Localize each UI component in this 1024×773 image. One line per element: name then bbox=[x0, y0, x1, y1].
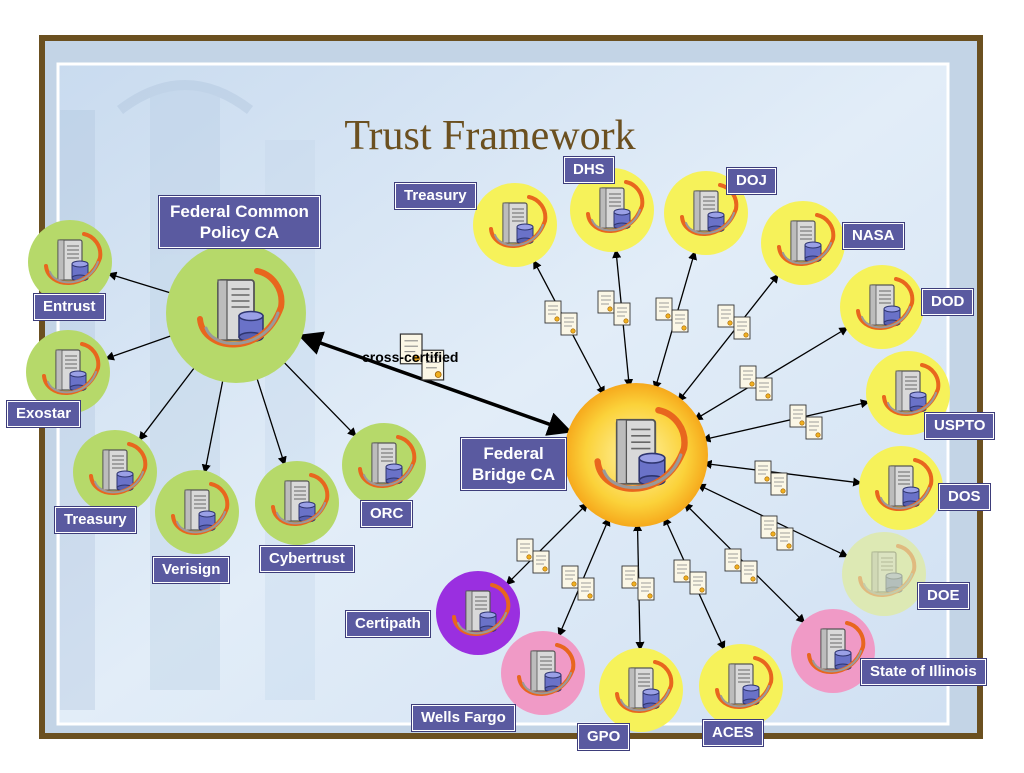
label-entrust: Entrust bbox=[34, 294, 105, 320]
ca-nodes bbox=[26, 168, 950, 732]
label-uspto: USPTO bbox=[925, 413, 995, 439]
label-orc: ORC bbox=[361, 501, 413, 527]
label-state-of-illinois: State of Illinois bbox=[861, 659, 986, 685]
label-dod: DOD bbox=[922, 289, 974, 315]
node-federal-bridge-ca bbox=[564, 383, 708, 527]
node-nasa bbox=[761, 201, 845, 285]
edge-bridge-to-certipath bbox=[505, 502, 589, 586]
bridge-label-line1: Federal bbox=[483, 444, 544, 463]
bridge-label-line2: Bridge CA bbox=[472, 465, 556, 484]
common-policy-ca-label: Federal Common Policy CA bbox=[159, 196, 320, 248]
node-treasury-left bbox=[73, 430, 157, 514]
edge-common-to-treasury-left bbox=[138, 365, 197, 441]
node-state-of-illinois bbox=[791, 609, 875, 693]
node-dos bbox=[859, 446, 943, 530]
node-wells-fargo bbox=[501, 631, 585, 715]
label-treasury-left: Treasury bbox=[55, 507, 136, 533]
node-dhs bbox=[570, 168, 654, 252]
label-nasa: NASA bbox=[843, 223, 904, 249]
node-entrust bbox=[28, 220, 112, 304]
node-certipath bbox=[436, 571, 520, 655]
edge-common-to-orc bbox=[281, 359, 357, 437]
label-aces: ACES bbox=[703, 720, 763, 746]
label-doe: DOE bbox=[918, 583, 969, 609]
node-treasury-top bbox=[473, 183, 557, 267]
label-gpo: GPO bbox=[578, 724, 630, 750]
edge-common-to-cybertrust bbox=[255, 375, 287, 466]
node-exostar bbox=[26, 330, 110, 414]
label-certipath: Certipath bbox=[346, 611, 430, 637]
bridge-ca-label: Federal Bridge CA bbox=[461, 438, 567, 490]
edge-common-to-exostar bbox=[104, 334, 174, 361]
label-cybertrust: Cybertrust bbox=[260, 546, 354, 572]
node-gpo bbox=[599, 648, 683, 732]
node-federal-common-policy-ca bbox=[166, 243, 306, 383]
label-dhs: DHS bbox=[564, 157, 614, 183]
edge-common-to-verisign bbox=[201, 377, 224, 474]
edge-common-to-entrust bbox=[107, 271, 174, 295]
node-doe bbox=[842, 532, 926, 616]
cross-certified-label: cross-certified bbox=[362, 349, 459, 365]
page-title: Trust Framework bbox=[344, 113, 636, 159]
node-dod bbox=[840, 265, 924, 349]
node-orc bbox=[342, 423, 426, 507]
node-aces bbox=[699, 644, 783, 728]
label-dos: DOS bbox=[939, 484, 990, 510]
common-policy-label-line2: Policy CA bbox=[199, 223, 280, 242]
node-cybertrust bbox=[255, 461, 339, 545]
label-exostar: Exostar bbox=[7, 401, 81, 427]
label-wells-fargo: Wells Fargo bbox=[412, 705, 515, 731]
node-verisign bbox=[155, 470, 239, 554]
label-verisign: Verisign bbox=[153, 557, 230, 583]
label-treasury-top: Treasury bbox=[395, 183, 476, 209]
edge-bridge-to-uspto bbox=[701, 399, 870, 443]
cross-certified-edge bbox=[297, 331, 573, 436]
label-doj: DOJ bbox=[727, 168, 776, 194]
common-policy-label-line1: Federal Common bbox=[170, 202, 309, 221]
